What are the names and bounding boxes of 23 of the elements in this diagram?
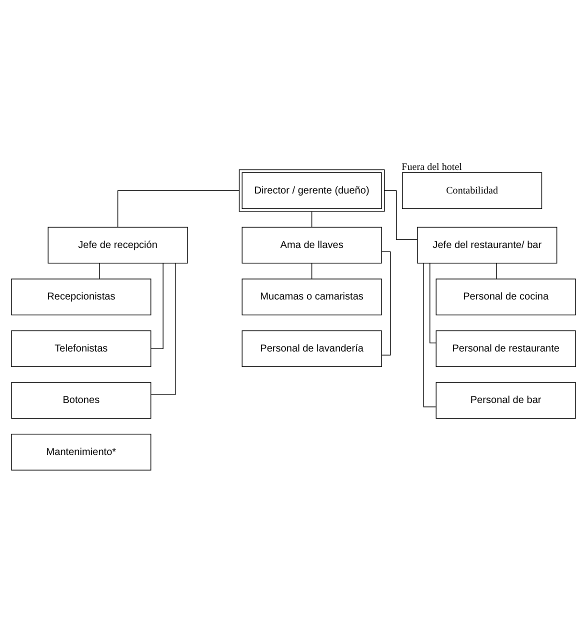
connector <box>117 190 240 228</box>
node-box: Botones <box>11 382 152 419</box>
node-box: Personal de lavandería <box>242 330 382 368</box>
node-label: Fuera del hotel <box>402 162 462 173</box>
node-box: Mantenimiento* <box>11 434 152 470</box>
connector <box>99 262 100 280</box>
node-box: Personal de cocina <box>436 278 576 316</box>
node-box: Telefonistas <box>11 330 152 368</box>
connector <box>311 211 312 228</box>
connector <box>430 263 436 344</box>
node-box: Personal de bar <box>436 382 576 419</box>
node-box: Ama de llaves <box>242 226 382 264</box>
node-box: Jefe de recepción <box>48 226 188 264</box>
node-box: Personal de restaurante <box>436 330 576 368</box>
connector <box>496 262 497 280</box>
connector <box>150 262 176 396</box>
connector <box>311 262 312 280</box>
connector <box>381 251 391 356</box>
node-box: Jefe del restaurante/ bar <box>417 226 558 264</box>
node-box: Director / gerente (dueño) <box>238 169 385 212</box>
node-box: Mucamas o camaristas <box>242 278 382 316</box>
node-box: Recepcionistas <box>11 278 152 316</box>
node-box: Contabilidad <box>402 172 542 209</box>
